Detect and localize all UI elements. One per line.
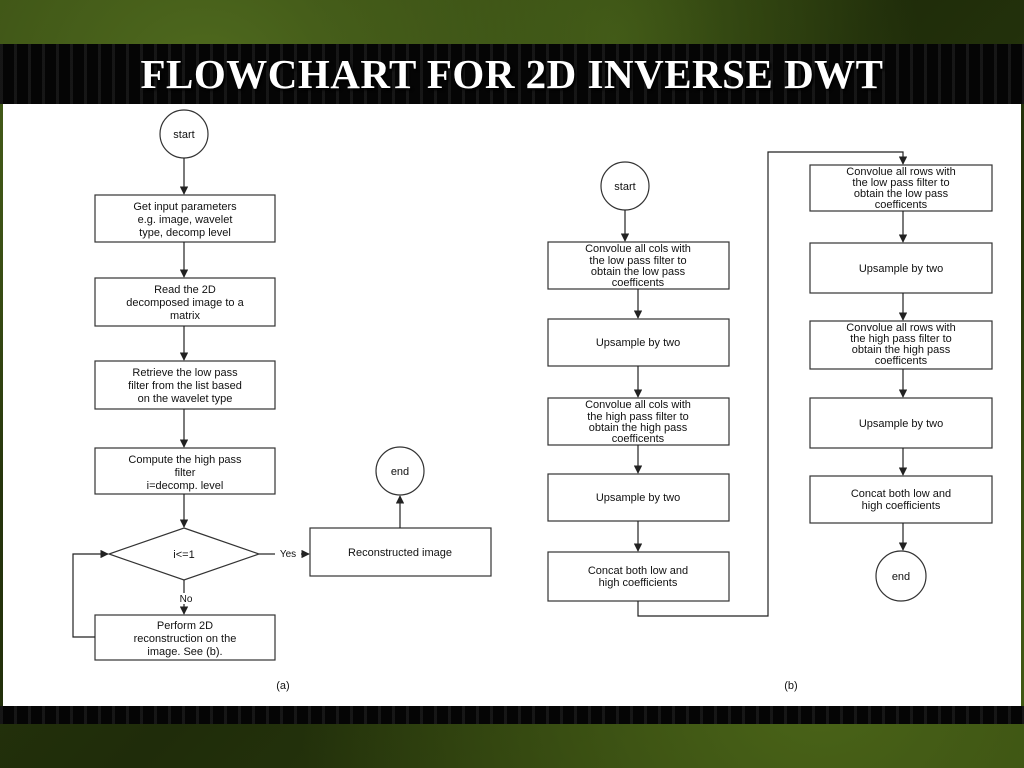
b-upsample-2-label: Upsample by two <box>596 492 680 504</box>
b-conv-rows-low-line-4: coefficents <box>875 199 928 211</box>
b-concat-1-line-1: Concat both low and <box>588 565 688 577</box>
a-decision-label: i<=1 <box>173 549 194 561</box>
b-concat-2-line-1: Concat both low and <box>851 488 951 500</box>
b-conv-cols-low-line-4: coefficents <box>612 277 665 289</box>
a-start-label: start <box>173 129 194 141</box>
b-conv-cols-low-line-1: Convolue all cols with <box>585 243 691 255</box>
slide-title: FLOWCHART FOR 2D INVERSE DWT <box>140 51 884 97</box>
b-start-label: start <box>614 181 635 193</box>
b-concat-2-box <box>809 475 993 524</box>
a-perform-line-1: Perform 2D <box>157 620 213 632</box>
bottom-band <box>0 706 1024 724</box>
b-upsample-3-label: Upsample by two <box>859 263 943 275</box>
b-upsample-3-box <box>809 242 993 294</box>
b-upsample-2-box <box>547 473 730 522</box>
a-get-input-box <box>94 194 276 243</box>
b-conv-cols-high-line-2: the high pass filter to <box>587 411 689 423</box>
a-compute-high-line-3: i=decomp. level <box>147 480 224 492</box>
a-end-node <box>375 446 425 496</box>
b-conv-cols-high-line-1: Convolue all cols with <box>585 399 691 411</box>
b-upsample-4-label: Upsample by two <box>859 418 943 430</box>
a-perform-line-3: image. See (b). <box>147 646 222 658</box>
b-conv-rows-low-line-3: obtain the low pass <box>854 188 949 200</box>
b-end-label: end <box>892 571 910 583</box>
flowchart-svg: start Get input parameters e.g. image, w… <box>72 109 993 692</box>
a-compute-high-box <box>94 447 276 495</box>
a-get-input-line-2: e.g. image, wavelet <box>138 214 233 226</box>
a-caption: (a) <box>276 680 289 692</box>
a-retrieve-filter-line-2: filter from the list based <box>128 380 242 392</box>
a-compute-high-line-1: Compute the high pass <box>128 454 242 466</box>
b-conv-rows-high-line-3: obtain the high pass <box>852 344 951 356</box>
a-read-image-line-2: decomposed image to a <box>126 297 244 309</box>
a-retrieve-filter-line-1: Retrieve the low pass <box>132 367 238 379</box>
a-get-input-line-1: Get input parameters <box>133 201 237 213</box>
b-concat-1-box <box>547 551 730 602</box>
a-retrieve-filter-box <box>94 360 276 410</box>
flowchart-a: start Get input parameters e.g. image, w… <box>72 109 492 692</box>
a-perform-line-2: reconstruction on the <box>134 633 237 645</box>
b-upsample-4-box <box>809 397 993 449</box>
b-upsample-1-box <box>547 318 730 367</box>
b-conv-rows-high-line-4: coefficents <box>875 355 928 367</box>
b-concat-2-line-2: high coefficients <box>862 500 941 512</box>
b-conv-cols-high-line-4: coefficents <box>612 433 665 445</box>
b-conv-cols-low-line-3: obtain the low pass <box>591 266 686 278</box>
a-read-image-line-1: Read the 2D <box>154 284 216 296</box>
b-conv-rows-low-line-1: Convolue all rows with <box>846 166 955 178</box>
b-conv-rows-low-box <box>809 164 993 212</box>
title-band <box>0 44 1024 104</box>
a-retrieve-filter-line-3: on the wavelet type <box>138 393 233 405</box>
b-conv-rows-high-line-1: Convolue all rows with <box>846 322 955 334</box>
b-conv-rows-high-line-2: the high pass filter to <box>850 333 952 345</box>
b-conv-rows-high-box <box>809 320 993 370</box>
a-perform-box <box>94 614 276 661</box>
a-read-image-line-3: matrix <box>170 310 200 322</box>
b-upsample-1-label: Upsample by two <box>596 337 680 349</box>
a-end-label: end <box>391 466 409 478</box>
b-end-node <box>875 550 927 602</box>
a-reconstructed-label: Reconstructed image <box>348 547 452 559</box>
flowchart-b: start Convolue all cols with the low pas… <box>547 151 993 692</box>
a-reconstructed-box <box>309 527 492 577</box>
b-conv-cols-high-line-3: obtain the high pass <box>589 422 688 434</box>
b-caption: (b) <box>784 680 797 692</box>
a-read-image-box <box>94 277 276 327</box>
b-conv-cols-low-box <box>547 241 730 290</box>
b-conv-cols-high-box <box>547 397 730 446</box>
flowchart-panel: start Get input parameters e.g. image, w… <box>3 104 1021 706</box>
a-loop-back-arrow <box>72 549 109 638</box>
b-concat-1-line-2: high coefficients <box>599 577 678 589</box>
b-column-connector <box>637 151 908 617</box>
a-compute-high-line-2: filter <box>175 467 196 479</box>
b-conv-cols-low-line-2: the low pass filter to <box>589 255 686 267</box>
a-no-label: No <box>180 594 193 605</box>
b-conv-rows-low-line-2: the low pass filter to <box>852 177 949 189</box>
a-get-input-line-3: type, decomp level <box>139 227 231 239</box>
a-yes-label: Yes <box>280 549 296 560</box>
